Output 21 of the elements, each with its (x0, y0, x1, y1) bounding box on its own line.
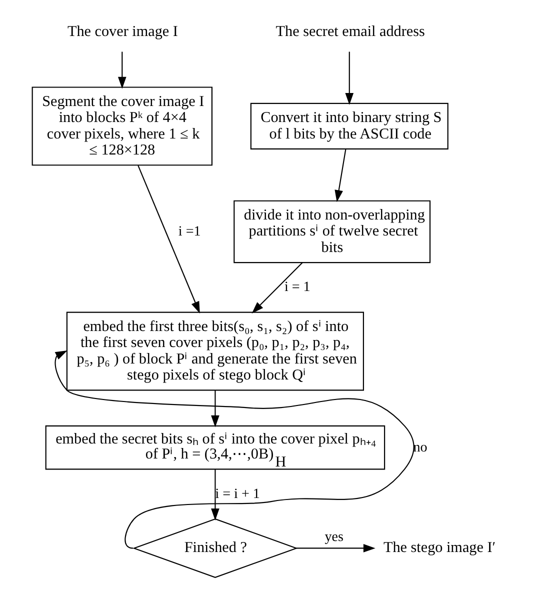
node-box: divide it into non-overlapping partitions sⁱ of twelve secret bits (233, 200, 430, 264)
node-text: The secret email address (275, 24, 424, 40)
arrow (251, 262, 302, 314)
arrow (210, 470, 219, 520)
node-box: embed the first three bits(s₀, s₁, s₂) of sⁱ into the first seven cover pixels (p₀, p₁, p₂, p₃, p₄, p₅, p₆ ) of block Pⁱ and generate the first seven stego pixels of stego block Qⁱ (66, 312, 364, 391)
arrow (334, 149, 346, 202)
arrow (210, 390, 219, 428)
node-box: Segment the cover image I into blocks Pᵏ of 4×4 cover pixels, where 1 ≤ k ≤ 128×128 (31, 86, 212, 166)
node-diamond: Finished ? (132, 518, 298, 578)
node-text: The cover image I (66, 24, 178, 40)
node-box: Convert it into binary string S of l bits by the ASCII code (250, 102, 448, 150)
arrow (344, 52, 354, 105)
arrow (296, 544, 375, 552)
edge-label: i = 1 (284, 279, 310, 296)
edge-label: i =1 (178, 223, 200, 240)
arrow (137, 165, 200, 314)
edge-label: i = i + 1 (214, 486, 260, 502)
arrow (54, 350, 414, 549)
arrow (117, 52, 126, 89)
node-text: The stego image I′ (382, 540, 496, 556)
edge-label: yes (324, 529, 344, 546)
